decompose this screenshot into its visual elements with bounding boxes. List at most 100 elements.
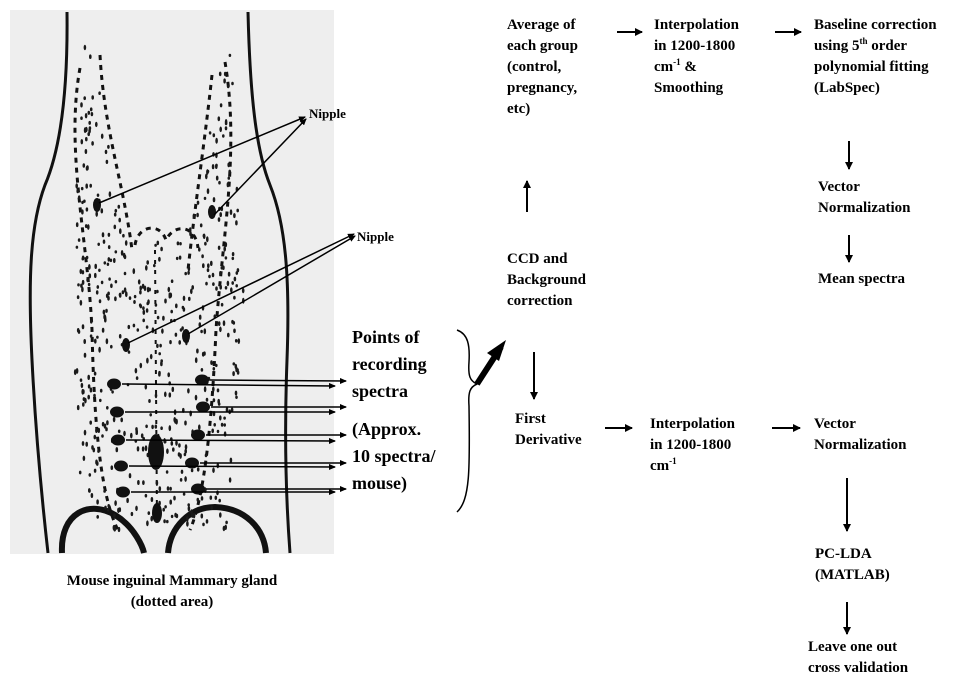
stipple-dot (160, 361, 163, 366)
stipple-dot (209, 131, 212, 134)
node-ccd-background: CCD and Background correction (507, 249, 586, 312)
caption-line: Mouse inguinal Mammary gland (20, 571, 324, 592)
stipple-dot (215, 364, 218, 367)
stipple-dot (105, 427, 108, 431)
stipple-dot (188, 266, 191, 271)
stipple-dot (133, 300, 136, 304)
stipple-dot (106, 420, 109, 425)
stipple-dot (86, 207, 89, 211)
stipple-dot (111, 390, 114, 393)
stipple-dot (219, 127, 222, 133)
stipple-dot (76, 246, 79, 249)
nipple-label-upper: Nipple (309, 103, 346, 124)
points-of-recording-label: Points of recording spectra (352, 324, 427, 405)
node-ccd-line: correction (507, 291, 586, 312)
stipple-dot (145, 384, 148, 389)
stipple-dot (107, 508, 110, 512)
stipple-dot (133, 268, 136, 274)
stipple-dot (131, 512, 134, 516)
stipple-dot (212, 273, 215, 278)
stipple-dot (103, 310, 106, 315)
node-interp-top-line: in 1200-1800 (654, 36, 739, 57)
stipple-dot (178, 340, 181, 345)
stipple-dot (101, 281, 104, 285)
stipple-dot (122, 290, 125, 294)
stipple-dot (217, 399, 220, 404)
stipple-dot (204, 328, 207, 334)
node-ccd-line: Background (507, 270, 586, 291)
stipple-dot (159, 344, 162, 348)
stipple-dot (223, 417, 226, 420)
stipple-dot (171, 279, 174, 283)
stipple-dot (198, 247, 201, 251)
stipple-dot (213, 133, 216, 137)
stipple-dot (151, 425, 154, 429)
stipple-dot (114, 225, 117, 230)
stipple-dot (81, 389, 84, 395)
stipple-dot (169, 500, 172, 505)
stipple-dot (235, 220, 238, 225)
stipple-dot (212, 386, 215, 392)
stipple-dot (148, 511, 151, 515)
stipple-dot (146, 325, 149, 328)
node-vector-top-line: Normalization (818, 198, 910, 219)
stipple-dot (87, 132, 90, 136)
stipple-dot (77, 283, 80, 286)
stipple-dot (172, 447, 175, 451)
stipple-dot (197, 467, 200, 471)
stipple-dot (78, 238, 81, 242)
stipple-dot (96, 515, 99, 519)
stipple-dot (97, 243, 100, 246)
stipple-dot (201, 496, 204, 501)
stipple-dot (96, 499, 99, 504)
mouse-illustration (10, 10, 334, 554)
stipple-dot (204, 242, 207, 246)
stipple-dot (86, 278, 89, 282)
stipple-dot (151, 497, 154, 502)
node-baseline-line: Baseline correction (814, 15, 937, 36)
stipple-dot (88, 264, 91, 270)
stipple-dot (105, 150, 108, 154)
approx-label-line: mouse) (352, 470, 435, 497)
node-interp-top-line: Interpolation (654, 15, 739, 36)
stipple-dot (220, 103, 223, 107)
stipple-dot (235, 364, 238, 369)
stipple-dot (77, 295, 80, 299)
node-pc-lda: PC-LDA (MATLAB) (815, 544, 890, 586)
stipple-dot (78, 195, 81, 199)
stipple-dot (200, 223, 203, 227)
stipple-dot (91, 493, 94, 498)
stipple-dot (201, 368, 204, 372)
node-average-line: each group (507, 36, 578, 57)
stipple-dot (89, 473, 92, 477)
stipple-dot (108, 245, 111, 249)
stipple-dot (181, 470, 184, 474)
stipple-dot (150, 354, 153, 359)
stipple-dot (89, 421, 92, 425)
stipple-dot (77, 405, 80, 410)
stipple-dot (90, 320, 93, 324)
stipple-dot (198, 424, 201, 430)
stipple-dot (204, 197, 207, 200)
stipple-dot (229, 54, 232, 57)
stipple-dot (175, 304, 178, 309)
stipple-dot (166, 448, 169, 454)
stipple-dot (94, 435, 97, 440)
points-label-line: Points of (352, 324, 427, 351)
stipple-dot (87, 375, 90, 380)
stipple-dot (156, 290, 159, 294)
stipple-dot (171, 515, 174, 518)
stipple-dot (184, 453, 187, 456)
recording-point (110, 407, 124, 418)
stipple-dot (101, 134, 104, 139)
recording-point (114, 461, 128, 472)
node-average-line: Average of (507, 15, 578, 36)
stipple-dot (236, 209, 239, 213)
stipple-dot (82, 441, 85, 446)
stipple-dot (118, 527, 121, 532)
stipple-dot (147, 299, 150, 304)
stipple-dot (222, 134, 225, 137)
node-baseline-line: polynomial fitting (814, 57, 937, 78)
stipple-dot (216, 490, 219, 495)
stipple-dot (231, 281, 234, 285)
